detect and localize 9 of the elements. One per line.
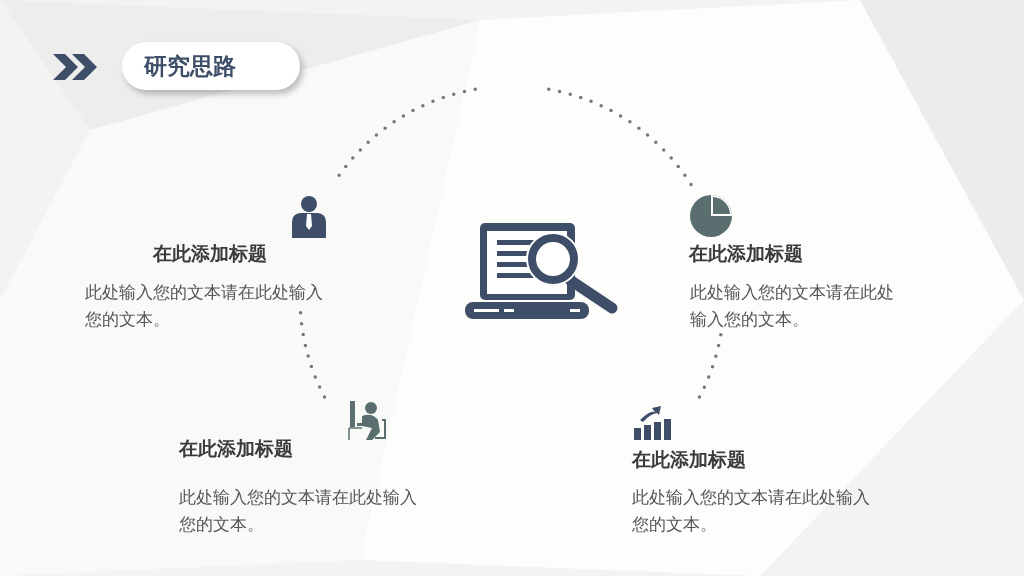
body-text: 此处输入您的文本请在此处输入您的文本。 [179,486,418,536]
heading: 在此添加标题 [632,447,746,472]
title-badge: 研究思路 [122,42,300,90]
heading: 在此添加标题 [153,241,267,266]
body-text: 此处输入您的文本请在此处输入您的文本。 [690,281,895,331]
heading: 在此添加标题 [689,241,803,266]
heading: 在此添加标题 [179,436,293,461]
body-text: 此处输入您的文本请在此处输入您的文本。 [85,281,324,331]
body-text: 此处输入您的文本请在此处输入您的文本。 [632,486,871,536]
